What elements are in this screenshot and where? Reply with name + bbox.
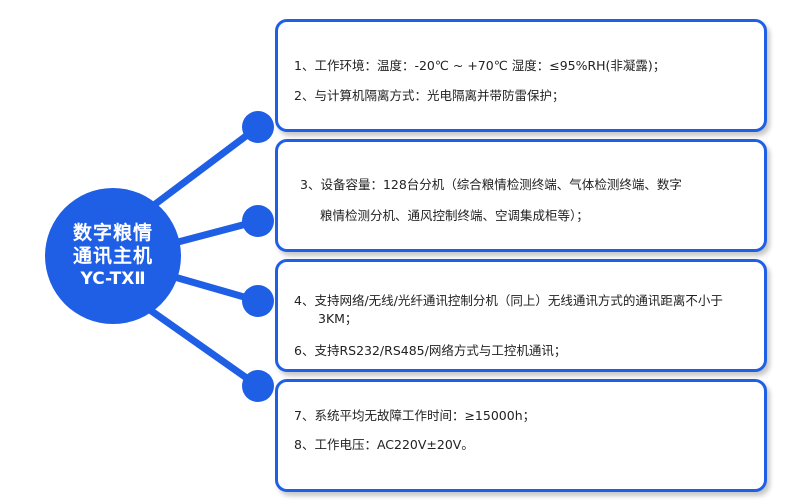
- connector-node-1: [242, 111, 274, 143]
- connector-node-3: [242, 285, 274, 317]
- hub-circle: 数字粮情 通讯主机 YC-TXⅡ: [45, 188, 181, 324]
- spec-item-3: 3、设备容量：128台分机（综合粮情检测终端、气体检测终端、数字: [300, 177, 682, 192]
- spec-box-reliability-power: 7、系统平均无故障工作时间：≥15000h； 8、工作电压：AC220V±20V…: [275, 379, 767, 492]
- connector-node-4: [242, 370, 274, 402]
- spec-box-environment: 1、工作环境：温度：-20℃ ~ +70℃ 湿度：≤95%RH(非凝露)； 2、…: [275, 19, 767, 132]
- spec-item-4: 4、支持网络/无线/光纤通讯控制分机（同上）无线通讯方式的通讯距离不小于: [294, 293, 723, 308]
- spec-item-2: 2、与计算机隔离方式：光电隔离并带防雷保护；: [294, 88, 565, 103]
- spec-item-7: 7、系统平均无故障工作时间：≥15000h；: [294, 408, 536, 423]
- spec-item-6: 6、支持RS232/RS485/网络方式与工控机通讯；: [294, 343, 567, 358]
- spec-item-4-continued: 3KM；: [318, 311, 358, 326]
- spec-box-communication: 4、支持网络/无线/光纤通讯控制分机（同上）无线通讯方式的通讯距离不小于 3KM…: [275, 259, 767, 372]
- spec-item-8: 8、工作电压：AC220V±20V。: [294, 437, 474, 452]
- hub-title-line-2: 通讯主机: [72, 245, 153, 267]
- connector-line-1: [146, 123, 262, 212]
- connector-line-4: [146, 306, 262, 390]
- spec-item-3-continued: 粮情检测分机、通风控制终端、空调集成柜等）；: [320, 208, 589, 223]
- spec-box-capacity: 3、设备容量：128台分机（综合粮情检测终端、气体检测终端、数字 粮情检测分机、…: [275, 139, 767, 252]
- hub-title-line-1: 数字粮情: [72, 222, 153, 244]
- connector-node-2: [242, 205, 274, 237]
- spec-item-1: 1、工作环境：温度：-20℃ ~ +70℃ 湿度：≤95%RH(非凝露)；: [294, 58, 666, 73]
- hub-model-number: YC-TXⅡ: [80, 269, 146, 289]
